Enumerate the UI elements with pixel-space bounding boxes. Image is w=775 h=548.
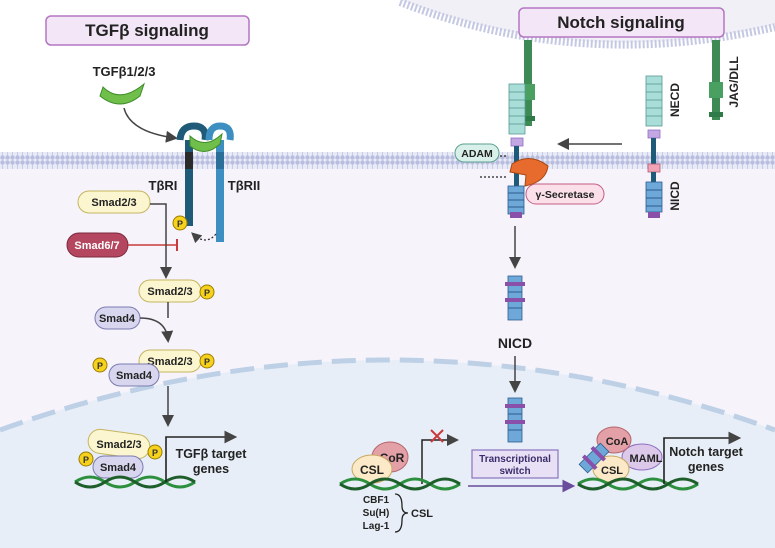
blocked-x-icon [430, 429, 444, 443]
tgfb-target-genes-line2: genes [193, 462, 229, 476]
csl-group-label: CSL [411, 508, 433, 520]
smad23-path-1 [150, 203, 172, 279]
receptor-phosphate: P [172, 215, 188, 231]
notch-target-genes-line2: genes [688, 460, 724, 474]
nicd-receptor-label: NICD [668, 181, 682, 211]
svg-text:Transcriptional: Transcriptional [479, 454, 551, 465]
tbri-label: TβRI [149, 178, 178, 193]
smad-complex-nucleus: Smad2/3 Smad4 P P [78, 428, 163, 479]
gamma-secretase-enzyme: γ-Secretase [480, 158, 605, 205]
notch-pathway: ADAM γ-Secretase [339, 40, 744, 533]
repressor-complex: CoR CSL [351, 441, 409, 484]
svg-text:Smad2/3: Smad2/3 [96, 439, 141, 451]
svg-text:P: P [152, 448, 158, 458]
smad23-inactive: Smad2/3 [77, 190, 151, 214]
tgfb-title-text: TGFβ signaling [85, 21, 209, 40]
svg-text:P: P [83, 455, 89, 465]
csl-synonyms: CBF1 Su(H) Lag-1 CSL [363, 493, 433, 533]
tgfb-ligand-label: TGFβ1/2/3 [93, 64, 156, 79]
nuclear-envelope [0, 357, 775, 433]
tgfb-ligand-icon [99, 82, 146, 105]
svg-text:CSL: CSL [360, 463, 384, 477]
svg-text:CSL: CSL [601, 465, 623, 477]
activator-complex: MAML CoA CSL [578, 426, 663, 483]
csl-name-1: CBF1 [363, 495, 390, 506]
adam-enzyme: ADAM [454, 143, 508, 163]
jagdll-label: JAG/DLL [727, 56, 741, 107]
tgfb-title: TGFβ signaling [45, 15, 250, 46]
svg-text:Smad4: Smad4 [100, 462, 137, 474]
notch-receptor-left [507, 83, 526, 218]
svg-text:γ-Secretase: γ-Secretase [536, 189, 595, 201]
repressed-transcription-arrow [421, 434, 459, 484]
ligand-binding-arrow [123, 107, 178, 143]
svg-text:P: P [204, 357, 210, 367]
smad-complex-cytoplasm: Smad2/3 P Smad4 P [92, 349, 215, 387]
svg-text:MAML: MAML [630, 453, 663, 465]
svg-text:CoA: CoA [606, 436, 629, 448]
svg-text:P: P [204, 288, 210, 298]
svg-text:P: P [97, 361, 103, 371]
tbri-receptor [176, 122, 209, 226]
notch-dna-repressed [339, 477, 461, 491]
smad4-free: Smad4 [94, 306, 141, 330]
notch-title: Notch signaling [518, 7, 725, 38]
tbrii-receptor [205, 122, 234, 242]
tgfb-pathway: TGFβ1/2/3 TβRI TβRII P Sm [66, 64, 261, 489]
tgfb-dna [74, 475, 196, 489]
tgfb-transcription-arrow [165, 430, 238, 482]
svg-text:Smad2/3: Smad2/3 [147, 286, 192, 298]
tgfb-target-genes-line1: TGFβ target [176, 447, 248, 461]
smad67-inhibitor: Smad6/7 [66, 232, 129, 258]
csl-name-3: Lag-1 [363, 521, 390, 532]
svg-text:switch: switch [499, 466, 530, 477]
notch-title-text: Notch signaling [557, 13, 685, 32]
transcriptional-switch-box: Transcriptional switch [471, 449, 559, 479]
notch-receptor-unbound [645, 75, 663, 218]
tbrii-label: TβRII [228, 178, 261, 193]
nicd-cytoplasm [505, 275, 525, 321]
svg-text:Smad4: Smad4 [116, 370, 153, 382]
csl-name-2: Su(H) [363, 508, 390, 519]
bound-ligand-icon [189, 132, 223, 152]
notch-dna-active [577, 477, 699, 491]
plasma-membrane [0, 152, 775, 169]
svg-text:Smad4: Smad4 [99, 313, 136, 325]
nicd-nucleus [505, 397, 525, 443]
svg-text:Smad2/3: Smad2/3 [91, 197, 136, 209]
svg-text:Smad2/3: Smad2/3 [147, 356, 192, 368]
notch-target-genes-line1: Notch target [669, 445, 743, 459]
smad23-phosphorylated: Smad2/3 P [138, 279, 215, 303]
necd-label: NECD [668, 83, 682, 117]
svg-text:ADAM: ADAM [461, 148, 493, 160]
smad4-join-arrow [139, 317, 174, 343]
nicd-cytoplasm-label: NICD [498, 335, 532, 351]
notch-transcription-arrow [663, 431, 742, 484]
svg-text:Smad6/7: Smad6/7 [74, 240, 119, 252]
phosphorylation-arrow [191, 232, 217, 244]
jagdll-ligand [709, 40, 723, 120]
svg-text:P: P [177, 219, 183, 229]
